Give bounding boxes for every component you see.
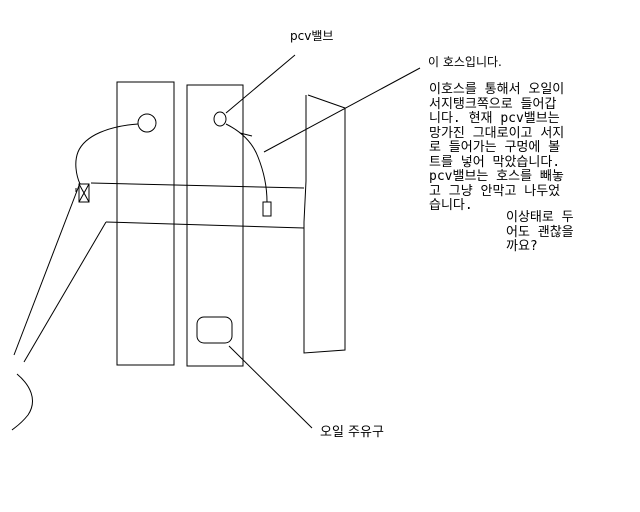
description-text: 이호스를 통해서 오일이 서지탱크쪽으로 들어갑 니다. 현재 pcv밸브는 망…	[429, 82, 565, 213]
leader-oil-filler	[228, 345, 313, 429]
hose-clamp-mark	[239, 132, 253, 137]
breather-hose	[75, 123, 139, 185]
right-valve-cover	[186, 84, 244, 367]
pcv-valve-port	[213, 111, 227, 127]
oil-filler-label: 오일 주유구	[320, 425, 384, 440]
leader-hose	[263, 67, 421, 153]
surge-tank-outline	[303, 94, 346, 354]
breather-port	[137, 113, 157, 133]
pipe-end-curve	[11, 373, 33, 431]
pipe-diagonal-outer	[13, 182, 81, 356]
pipe-diagonal-inner	[23, 221, 107, 363]
left-valve-cover	[116, 81, 175, 366]
question-text: 이상태로 두 어도 괜찮을 까요?	[506, 210, 574, 254]
hose-clamp	[78, 183, 90, 203]
disconnected-pcv-valve	[262, 201, 272, 217]
upper-intake-pipe	[90, 182, 305, 189]
oil-filler-cap	[196, 316, 233, 344]
pcv-hose	[225, 123, 268, 203]
lower-intake-pipe	[105, 221, 305, 229]
hose-label: 이 호스입니다.	[428, 55, 502, 69]
pcv-valve-label: pcv밸브	[290, 29, 334, 43]
clamp-cross-b	[78, 183, 90, 203]
leader-pcv	[225, 54, 296, 114]
